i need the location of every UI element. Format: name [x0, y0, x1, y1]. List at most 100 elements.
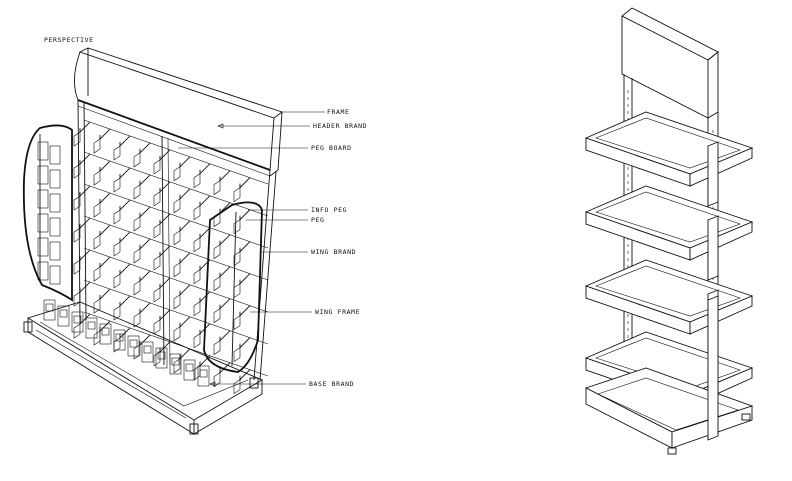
peg [239, 305, 251, 317]
peg-package [93, 234, 101, 250]
shelf [584, 111, 754, 207]
peg-rail [83, 279, 269, 345]
base-package-window [115, 333, 124, 342]
peg [99, 288, 111, 301]
peg-package [193, 269, 201, 285]
peg-package [233, 315, 241, 331]
base-package [183, 359, 196, 381]
peg [99, 192, 111, 205]
peg-package [193, 301, 201, 317]
wing-package [37, 261, 49, 281]
wing-package [49, 193, 61, 213]
peg [139, 302, 151, 314]
base-package-window [45, 303, 54, 312]
peg [99, 128, 111, 141]
label-peg: PEG [311, 216, 325, 224]
peg-package [193, 333, 201, 349]
peg-package [113, 177, 121, 193]
display-base [23, 301, 263, 435]
peg-package [73, 195, 81, 211]
peg-display-drawing: PERSPECTIVE [22, 36, 367, 435]
shelf-side [689, 295, 753, 335]
peg-package [213, 372, 221, 388]
wing-packages [37, 141, 61, 285]
label-frame: FRAME [327, 108, 350, 116]
base-package-window [143, 345, 152, 354]
peg [79, 313, 91, 326]
peg-package [153, 191, 161, 207]
peg-rail [83, 215, 269, 281]
peg [139, 238, 151, 250]
shelf-lip [595, 265, 741, 317]
label-base-brand: BASE BRAND [309, 380, 354, 388]
peg [179, 156, 191, 168]
wing-package [49, 169, 61, 189]
peg-package [133, 312, 141, 328]
peg [179, 188, 191, 200]
peg [159, 245, 171, 257]
peg-package [233, 251, 241, 267]
shelf-upright-segment [707, 141, 719, 207]
base-package [127, 335, 140, 357]
peg [179, 252, 191, 264]
wing-frames [22, 124, 263, 373]
base-package-window [171, 357, 180, 366]
wing-package [49, 241, 61, 261]
peg [239, 177, 251, 189]
wing-package [37, 213, 49, 233]
peg [99, 256, 111, 269]
peg-package [193, 205, 201, 221]
perspective-title: PERSPECTIVE [44, 36, 94, 44]
peg-package [213, 340, 221, 356]
peg-package [173, 294, 181, 310]
base-package-window [73, 315, 82, 324]
peg-package [133, 152, 141, 168]
base-package [169, 353, 182, 375]
peg-package [73, 259, 81, 275]
peg-package [93, 138, 101, 154]
shelf-upright-segment [707, 215, 719, 281]
shelf-side [689, 147, 753, 187]
wing-package [49, 265, 61, 285]
wing-package [37, 165, 49, 185]
peg-package [213, 212, 221, 228]
peg [99, 160, 111, 173]
peg [139, 174, 151, 186]
wing-package [37, 237, 49, 257]
peg-package [133, 344, 141, 360]
shelf-lip [595, 117, 741, 169]
peg [159, 309, 171, 321]
base-package [71, 311, 84, 333]
shelf-unit-drawing [584, 7, 754, 455]
peg-package [73, 291, 81, 307]
peg-package [133, 248, 141, 264]
peg [179, 348, 191, 360]
peg [199, 291, 211, 303]
label-peg-board: PEG BOARD [311, 144, 352, 152]
peg-package [153, 287, 161, 303]
peg-package [93, 298, 101, 314]
wing-package [37, 141, 49, 161]
peg [79, 281, 91, 294]
base-package-window [87, 321, 96, 330]
peg [99, 320, 111, 333]
peg-package [133, 184, 141, 200]
peg-package [133, 216, 141, 232]
peg [179, 284, 191, 296]
wing-package [37, 189, 49, 209]
leader-lines [178, 111, 325, 387]
peg [119, 231, 131, 244]
peg [139, 334, 151, 346]
peg [139, 270, 151, 282]
peg-package [193, 173, 201, 189]
peg [199, 163, 211, 175]
peg [239, 241, 251, 253]
peg [219, 298, 231, 310]
base-package [141, 341, 154, 363]
peg-package [73, 163, 81, 179]
header-panel [74, 47, 283, 177]
peg-package [233, 219, 241, 235]
peg [119, 135, 131, 148]
shelf [584, 185, 754, 281]
